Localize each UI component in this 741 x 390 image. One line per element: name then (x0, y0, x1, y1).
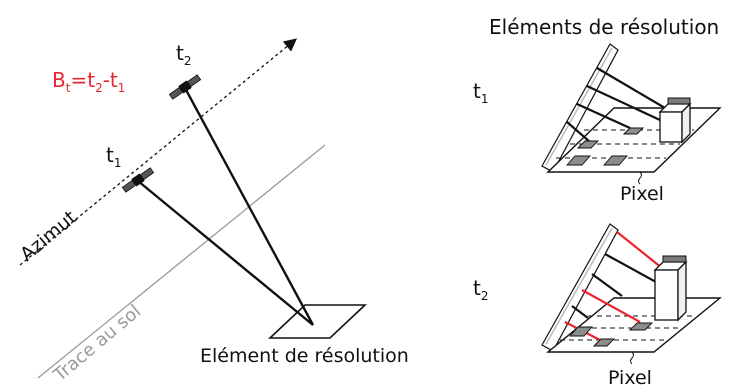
resolution-element-footprint (267, 304, 368, 339)
azimuth-label: Azimut (16, 206, 81, 265)
red-ray (581, 289, 641, 323)
roof-patch (628, 322, 654, 331)
label-t2: t2 (176, 41, 191, 68)
right-panel: Eléments de résolution t1 t2 (473, 15, 722, 389)
right-label-t2: t2 (473, 276, 488, 303)
roof-patch (568, 326, 594, 337)
ground-track-line (37, 144, 326, 379)
satellite-icon-t2 (168, 74, 202, 100)
satellite-icon-t1 (121, 167, 155, 193)
pixel-label-top: Pixel (620, 183, 664, 205)
scene-t1 (541, 43, 722, 185)
roof-patch (622, 127, 645, 135)
label-t1: t1 (106, 143, 121, 170)
baseline-formula: Bt=t2-t1 (52, 68, 125, 95)
right-label-t1: t1 (473, 79, 488, 106)
slant-range-line-t2 (183, 87, 315, 326)
left-panel: t1 t2 Bt=t2-t1 Azimut Trace au sol Eléme… (16, 38, 409, 387)
building-t1 (658, 97, 692, 144)
azimuth-line (19, 38, 298, 266)
ground-track-label: Trace au sol (49, 301, 145, 387)
image-plane-t2 (541, 223, 619, 352)
building-t2 (653, 255, 688, 322)
roof-patch (602, 155, 629, 166)
roof-patch (565, 155, 592, 166)
resolution-element-label: Elément de résolution (200, 345, 409, 367)
roof-patch (576, 140, 600, 149)
roof-patch (592, 338, 616, 347)
scene-t2 (541, 223, 722, 365)
pixel-label-bottom: Pixel (608, 367, 652, 389)
slant-range-line-t1 (137, 180, 314, 326)
right-title: Eléments de résolution (489, 15, 719, 39)
red-ray (616, 231, 663, 269)
